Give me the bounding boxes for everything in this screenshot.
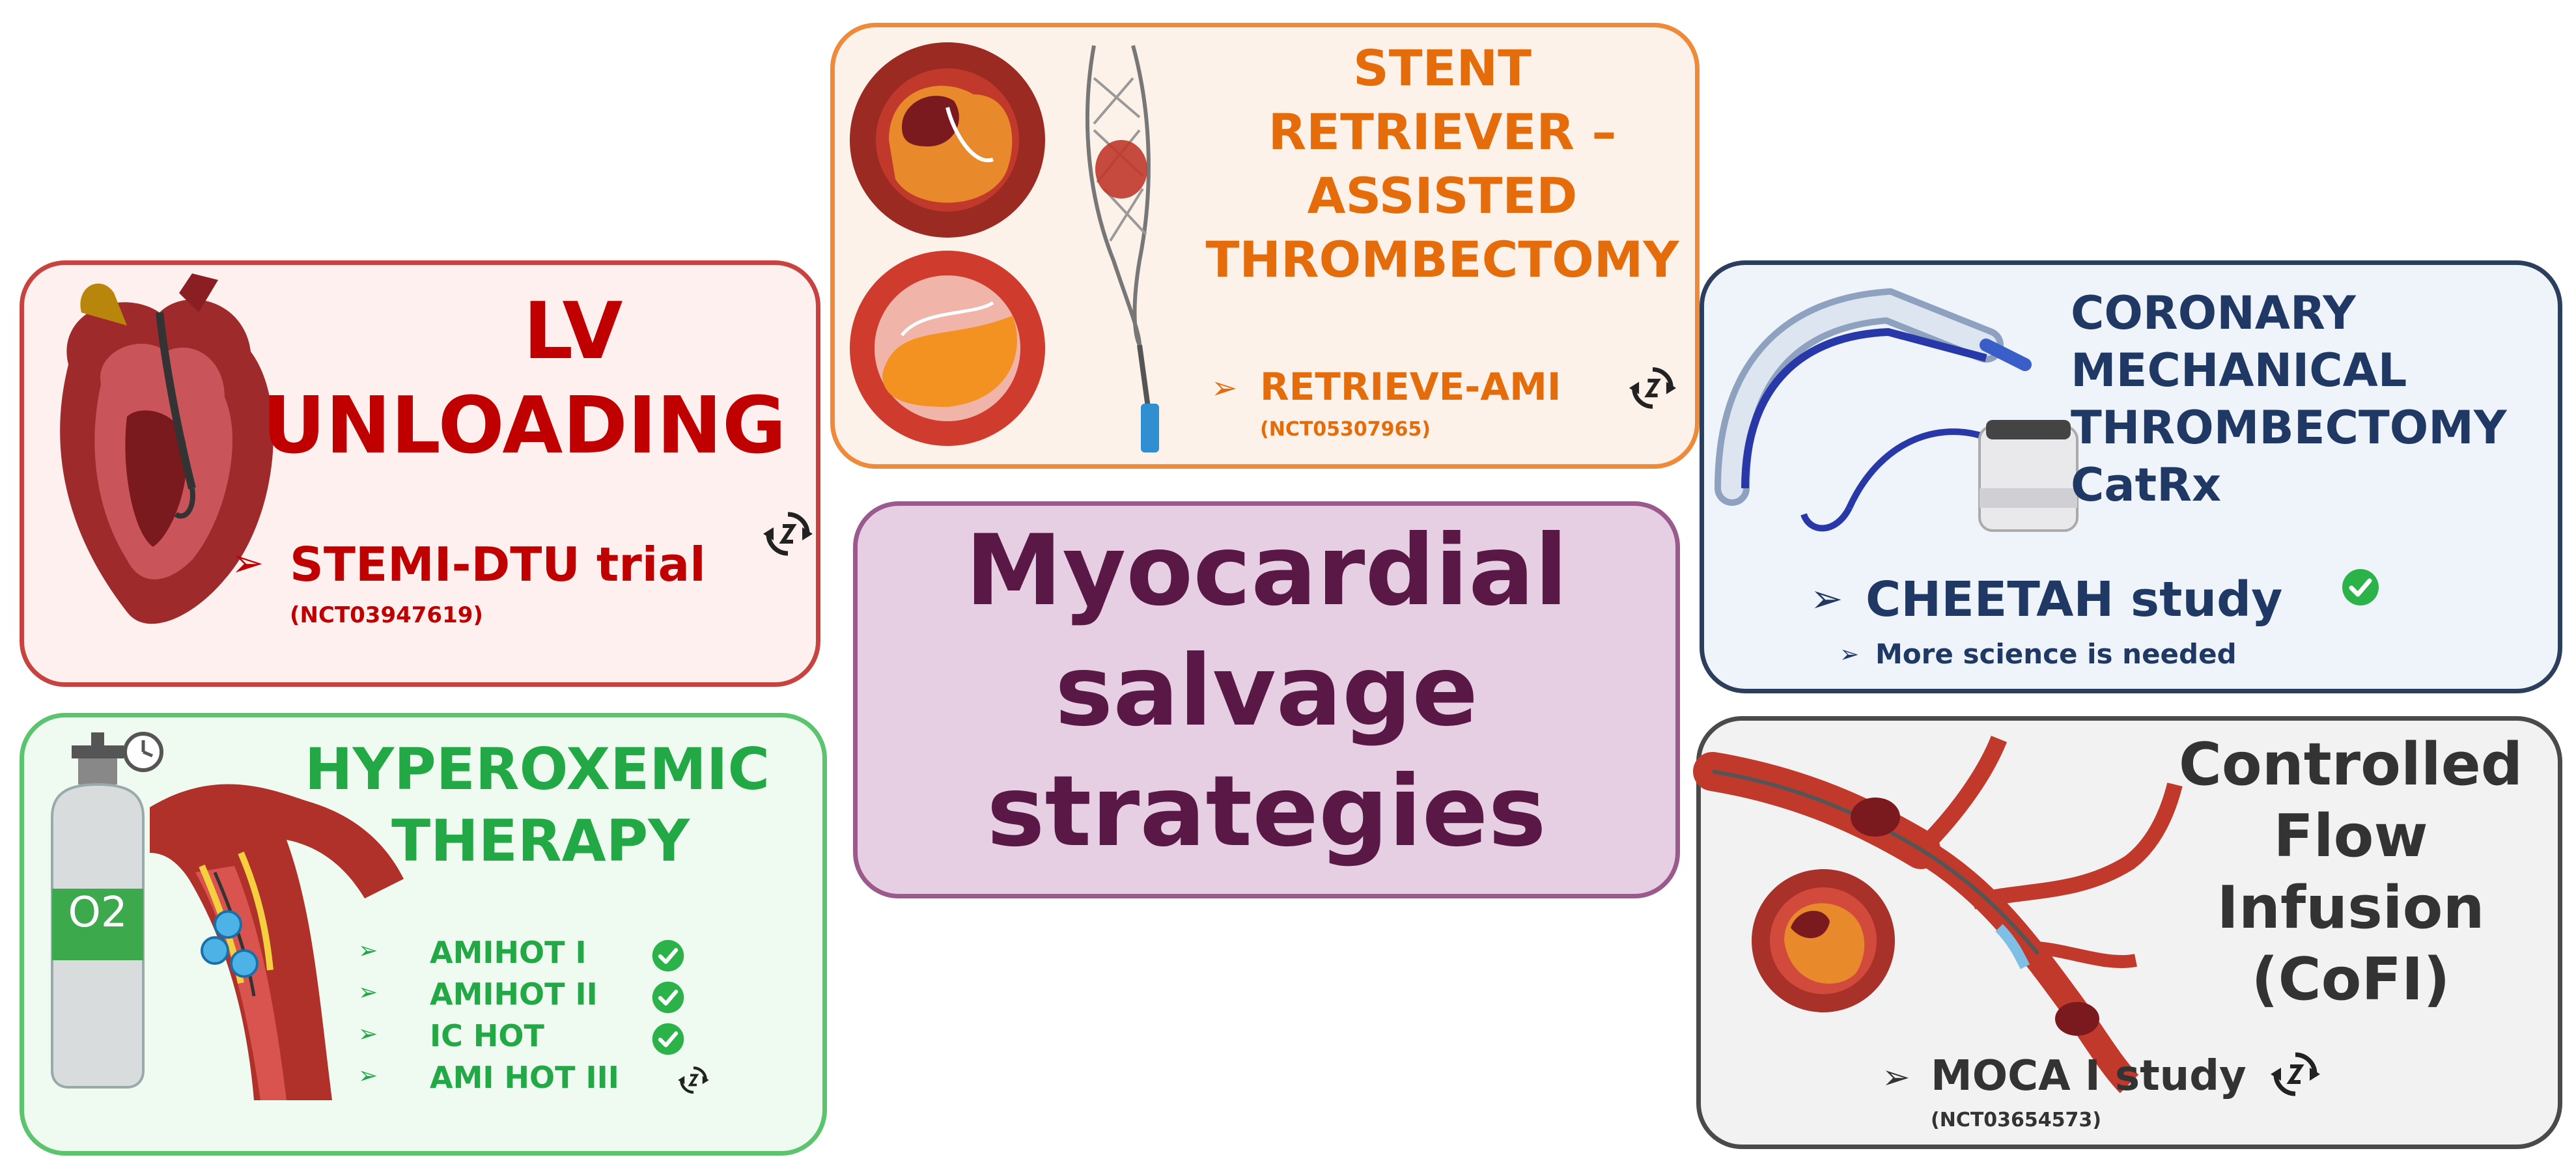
cofi-title-line4: (CoFI): [2251, 945, 2450, 1014]
vessel-thrombus-illustration: [850, 42, 1045, 446]
cmt-note-arrow: ➢: [1840, 641, 1860, 668]
completed-check-icon: [2342, 569, 2379, 605]
coronary-artery-illustration: [1693, 736, 2183, 1094]
heart-illustration: [60, 273, 273, 624]
center-title-line1: Myocardial: [965, 514, 1568, 628]
hyper-trial-item: ➢ AMIHOT II: [358, 977, 598, 1012]
stent-retriever-device-icon: [1085, 45, 1159, 452]
cmt-title-line4: CatRx: [2071, 458, 2222, 512]
hyper-title-line1: HYPEROXEMIC: [304, 736, 770, 803]
list-arrow: ➢: [358, 1062, 378, 1089]
hyper-trial-item: ➢ AMI HOT III: [358, 1060, 619, 1095]
list-arrow: ➢: [358, 937, 378, 964]
hyper-title-line2: THERAPY: [391, 807, 690, 874]
trial-label[interactable]: AMIHOT II: [430, 977, 598, 1012]
cofi-trial-id: (NCT03654573): [1931, 1109, 2102, 1131]
stent-title-line4: THROMBECTOMY: [1205, 230, 1679, 288]
completed-check-icon: [652, 939, 684, 972]
ongoing-icon: [678, 1066, 709, 1094]
trial-label[interactable]: IC HOT: [430, 1018, 544, 1053]
ongoing-icon: [763, 512, 813, 556]
lv-trial-name[interactable]: STEMI-DTU trial: [290, 537, 706, 592]
center-title-line3: strategies: [987, 755, 1547, 868]
cmt-title-line2: MECHANICAL: [2071, 344, 2407, 397]
cofi-title-line2: Flow: [2273, 802, 2428, 870]
stent-trial-name[interactable]: RETRIEVE-AMI: [1260, 365, 1561, 409]
stent-trial-id: (NCT05307965): [1260, 418, 1431, 441]
completed-check-icon: [652, 981, 684, 1014]
list-arrow: ➢: [358, 979, 378, 1006]
trial-label[interactable]: AMIHOT I: [430, 935, 587, 970]
cofi-title-line3: Infusion: [2217, 874, 2485, 942]
cmt-trial-arrow: ➢: [1810, 576, 1843, 622]
cmt-note: More science is needed: [1875, 638, 2237, 670]
coronary-thrombectomy-panel: [1700, 260, 2562, 693]
completed-check-icon: [652, 1023, 684, 1055]
cofi-trial-name[interactable]: MOCA I study: [1931, 1052, 2247, 1100]
cofi-title-line1: Controlled: [2178, 730, 2523, 799]
stent-title-line3: ASSISTED: [1307, 167, 1578, 225]
oxygen-tank-icon: [51, 732, 163, 1089]
stent-trial-arrow: ➢: [1211, 370, 1238, 406]
hyper-trial-item: ➢ AMIHOT I: [358, 935, 587, 970]
cmt-title-line1: CORONARY: [2071, 286, 2356, 340]
list-arrow: ➢: [358, 1021, 378, 1048]
artery-oxygen-illustration: [150, 784, 404, 1100]
trial-label[interactable]: AMI HOT III: [430, 1060, 619, 1095]
myocardial-salvage-center-panel: [853, 501, 1680, 898]
lv-title-line2: UNLOADING: [262, 381, 787, 471]
hyper-trial-item: ➢ IC HOT: [358, 1018, 544, 1053]
ongoing-icon: [2271, 1052, 2320, 1096]
cofi-trial-arrow: ➢: [1882, 1058, 1911, 1097]
stent-title-line1: STENT: [1353, 39, 1532, 97]
catrx-catheter-illustration: [1715, 288, 2079, 532]
ongoing-icon: [1629, 367, 1677, 409]
lv-trial-id: (NCT03947619): [290, 602, 483, 628]
cmt-title-line3: THROMBECTOMY: [2071, 401, 2507, 454]
lv-title-line1: LV: [523, 286, 623, 377]
o2-label: O2: [68, 889, 128, 937]
cmt-trial-name[interactable]: CHEETAH study: [1866, 572, 2283, 628]
stent-title-line2: RETRIEVER –: [1268, 103, 1617, 161]
lv-trial-arrow: ➢: [231, 540, 264, 586]
center-title-line2: salvage: [1054, 635, 1479, 748]
